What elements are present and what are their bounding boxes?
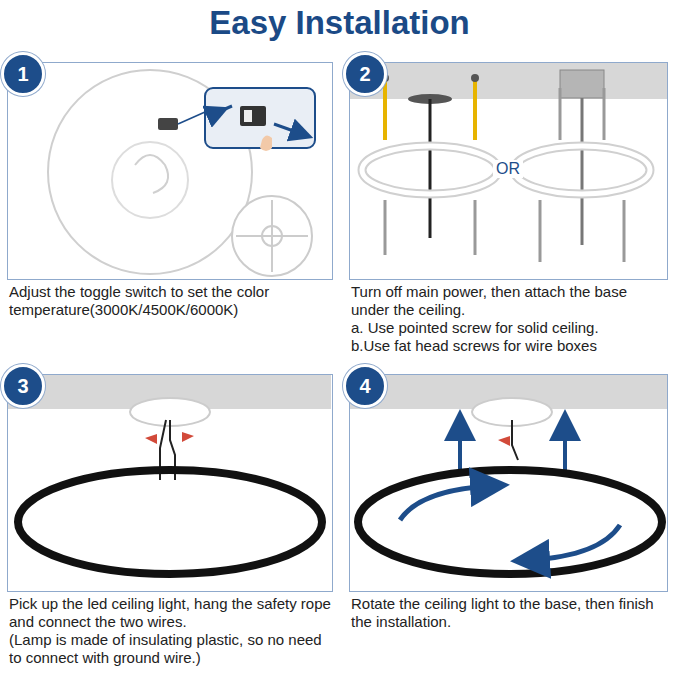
- step-number: 3: [1, 364, 45, 408]
- step-caption: (Lamp is made of insulating plastic, so …: [7, 631, 333, 667]
- step-panel: 3Pick up the led ceiling light, hang the…: [7, 374, 333, 667]
- step-number: 1: [1, 52, 45, 96]
- step-panel: 1Adjust the toggle switch to set the col…: [7, 62, 333, 319]
- page-title: Easy Installation: [0, 4, 679, 42]
- step-number: 4: [343, 364, 387, 408]
- panel-frame: [7, 62, 333, 280]
- base-mounting: [350, 63, 667, 262]
- lamp-back-view: [48, 70, 315, 276]
- step-number: 2: [343, 52, 387, 96]
- step-panel: 4Rotate the ceiling light to the base, t…: [349, 374, 668, 631]
- step-caption: Turn off main power, then attach the bas…: [349, 283, 668, 319]
- lamp-wiring: [8, 375, 331, 574]
- or-label: OR: [493, 160, 523, 178]
- step-caption: Adjust the toggle switch to set the colo…: [7, 283, 333, 319]
- step-panel: 2Turn off main power, then attach the ba…: [349, 62, 668, 355]
- step-caption: b.Use fat head screws for wire boxes: [349, 337, 668, 355]
- panel-frame: [7, 374, 333, 592]
- panel-frame: [349, 374, 668, 592]
- step-caption: a. Use pointed screw for solid ceiling.: [349, 319, 668, 337]
- step-caption: Rotate the ceiling light to the base, th…: [349, 595, 668, 631]
- lamp-rotation: [350, 375, 667, 574]
- step-caption: Pick up the led ceiling light, hang the …: [7, 595, 333, 631]
